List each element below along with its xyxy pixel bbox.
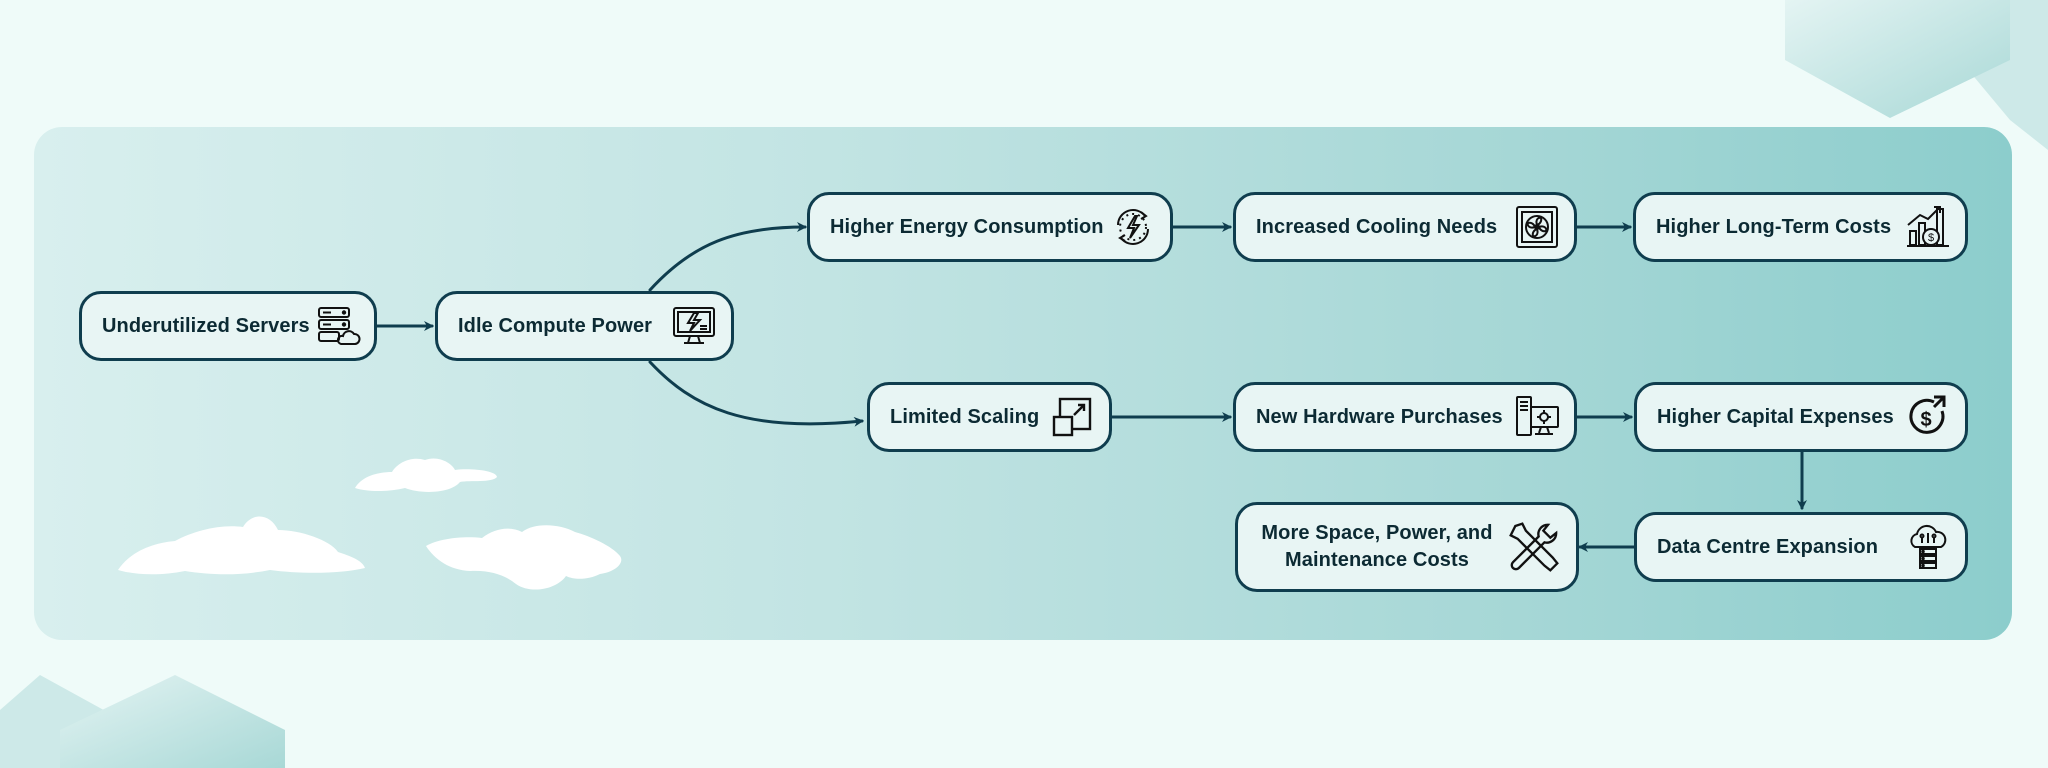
node-limited-scaling: Limited Scaling [867,382,1112,452]
scale-up-icon [1047,392,1097,442]
node-higher-long-term-costs: Higher Long-Term Costs $ [1633,192,1968,262]
node-new-hardware-purchases: New Hardware Purchases [1233,382,1577,452]
decor-hexagon-bottom-left [0,675,285,768]
node-label: Higher Capital Expenses [1657,405,1894,428]
node-label: Increased Cooling Needs [1256,215,1498,238]
cooling-fan-icon [1512,202,1562,252]
server-cloud-icon [312,301,362,351]
node-label: Data Centre Expansion [1657,535,1879,558]
decor-clouds [118,458,622,590]
svg-text:$: $ [1928,232,1934,244]
dollar-arrow-icon: $ [1903,392,1953,442]
node-label: Higher Long-Term Costs [1656,215,1892,238]
node-more-space-power-maintenance: More Space, Power, and Maintenance Costs [1235,502,1579,592]
node-label: New Hardware Purchases [1256,405,1503,428]
node-underutilized-servers: Underutilized Servers [79,291,377,361]
cloud-server-icon [1903,522,1953,572]
node-increased-cooling-needs: Increased Cooling Needs [1233,192,1577,262]
arrow-idle-to-energy [648,222,807,292]
node-label: Idle Compute Power [458,314,653,337]
node-higher-energy-consumption: Higher Energy Consumption [807,192,1173,262]
arrow-idle-to-scaling [648,360,864,427]
node-label: Limited Scaling [890,405,1040,428]
tools-icon [1504,517,1564,577]
node-data-centre-expansion: Data Centre Expansion [1634,512,1968,582]
node-idle-compute-power: Idle Compute Power [435,291,734,361]
node-label: Higher Energy Consumption [830,215,1104,238]
node-higher-capital-expenses: Higher Capital Expenses $ [1634,382,1968,452]
computer-hardware-icon [1512,392,1562,442]
node-label: More Space, Power, and Maintenance Costs [1261,522,1493,571]
monitor-lightning-icon [669,301,719,351]
energy-cycle-icon [1108,202,1158,252]
rising-cost-chart-icon: $ [1903,202,1953,252]
node-label: Underutilized Servers [102,314,310,337]
decor-hexagon-top-right [1785,0,2048,150]
svg-text:$: $ [1920,409,1931,431]
